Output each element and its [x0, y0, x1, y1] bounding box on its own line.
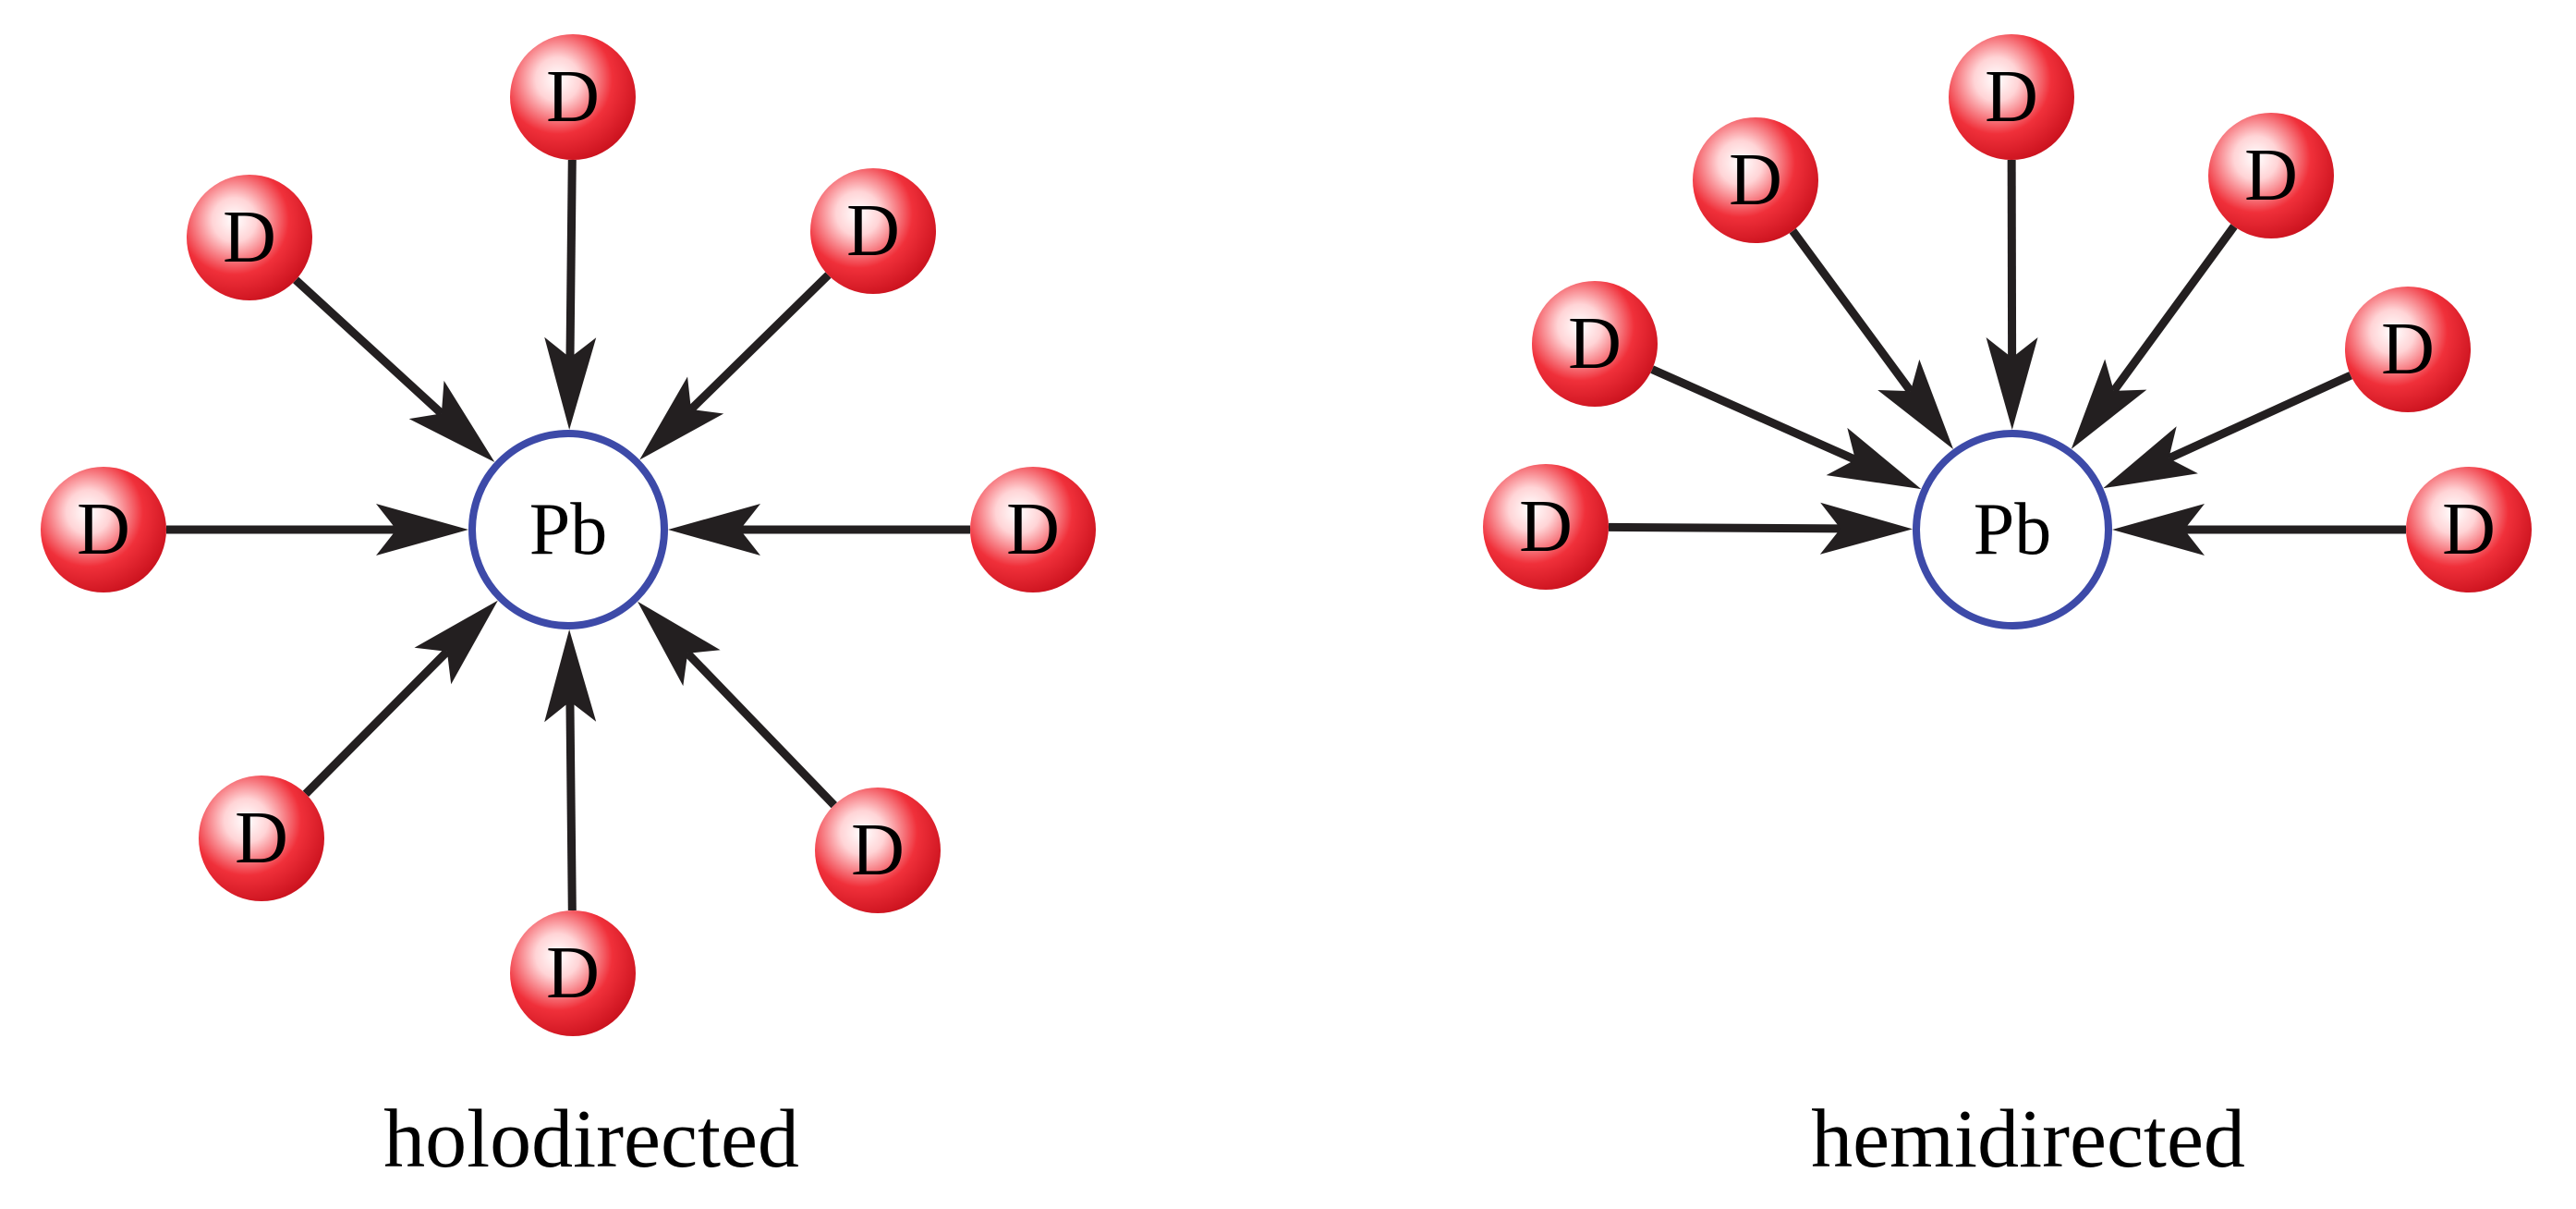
donor-atom	[187, 175, 312, 300]
bond-line	[2167, 372, 2352, 462]
bond-line	[2110, 224, 2238, 394]
arrowhead	[668, 504, 760, 556]
bond-line	[565, 159, 577, 359]
donor-label: D	[1519, 486, 1573, 568]
arrowhead	[414, 600, 498, 685]
pb-center-circle	[468, 430, 668, 629]
donor-label: D	[2244, 135, 2298, 216]
donor-label: D	[223, 197, 276, 278]
donor-atom	[510, 910, 636, 1036]
donor-atom	[1483, 464, 1609, 590]
donor-label: D	[1568, 303, 1622, 385]
pb-center-label: Pb	[1974, 489, 2052, 570]
donor-atom	[2406, 467, 2532, 592]
pb-center-label: Pb	[529, 489, 608, 570]
arrowhead	[544, 336, 597, 431]
donor-atom	[1693, 117, 1818, 243]
bond-line	[687, 272, 832, 413]
donor-label: D	[1985, 56, 2038, 138]
donor-atom	[810, 168, 936, 294]
donor-atom	[1949, 34, 2074, 160]
hemidirected-panel: Pb D D D D D D D	[1483, 34, 2532, 629]
arrowhead	[544, 629, 597, 723]
donor-label: D	[235, 798, 288, 879]
donor-atom	[1532, 281, 1658, 407]
donor-label: D	[851, 810, 905, 891]
donor-atom	[815, 788, 941, 913]
arrowhead	[2112, 504, 2205, 556]
bond-line	[1650, 365, 1857, 464]
donor-atom	[199, 775, 324, 901]
arrowhead	[1826, 427, 1922, 490]
donor-label: D	[77, 489, 130, 570]
pb-center-circle	[1913, 430, 2112, 629]
arrowhead	[1877, 359, 1954, 449]
donor-label: D	[546, 933, 600, 1014]
hemidirected-caption: hemidirected	[1811, 1093, 2245, 1185]
bond-line	[684, 650, 838, 809]
holodirected-caption: holodirected	[383, 1093, 799, 1185]
arrowhead	[639, 376, 724, 460]
donor-label: D	[1729, 140, 1782, 221]
donor-atom	[2345, 287, 2471, 412]
donor-label: D	[546, 56, 600, 138]
donor-atom	[510, 34, 636, 160]
donor-label: D	[846, 190, 900, 272]
arrowhead	[2071, 359, 2147, 449]
donor-label: D	[2442, 489, 2496, 570]
donor-label: D	[1006, 489, 1060, 570]
donor-label: D	[2381, 309, 2435, 390]
arrowhead	[376, 504, 468, 556]
bond-line	[293, 276, 444, 417]
arrowhead	[1819, 502, 1914, 555]
bond-line	[1789, 228, 1914, 394]
arrowhead	[1986, 336, 2038, 431]
donor-atom	[41, 467, 166, 592]
donor-atom	[2208, 113, 2334, 238]
bond-line	[1608, 522, 1841, 533]
bond-line	[565, 701, 577, 911]
bond-line	[302, 648, 451, 797]
arrowhead	[2103, 426, 2198, 489]
donor-atom	[970, 467, 1096, 592]
arrowhead	[408, 380, 495, 463]
arrowhead	[638, 601, 721, 687]
